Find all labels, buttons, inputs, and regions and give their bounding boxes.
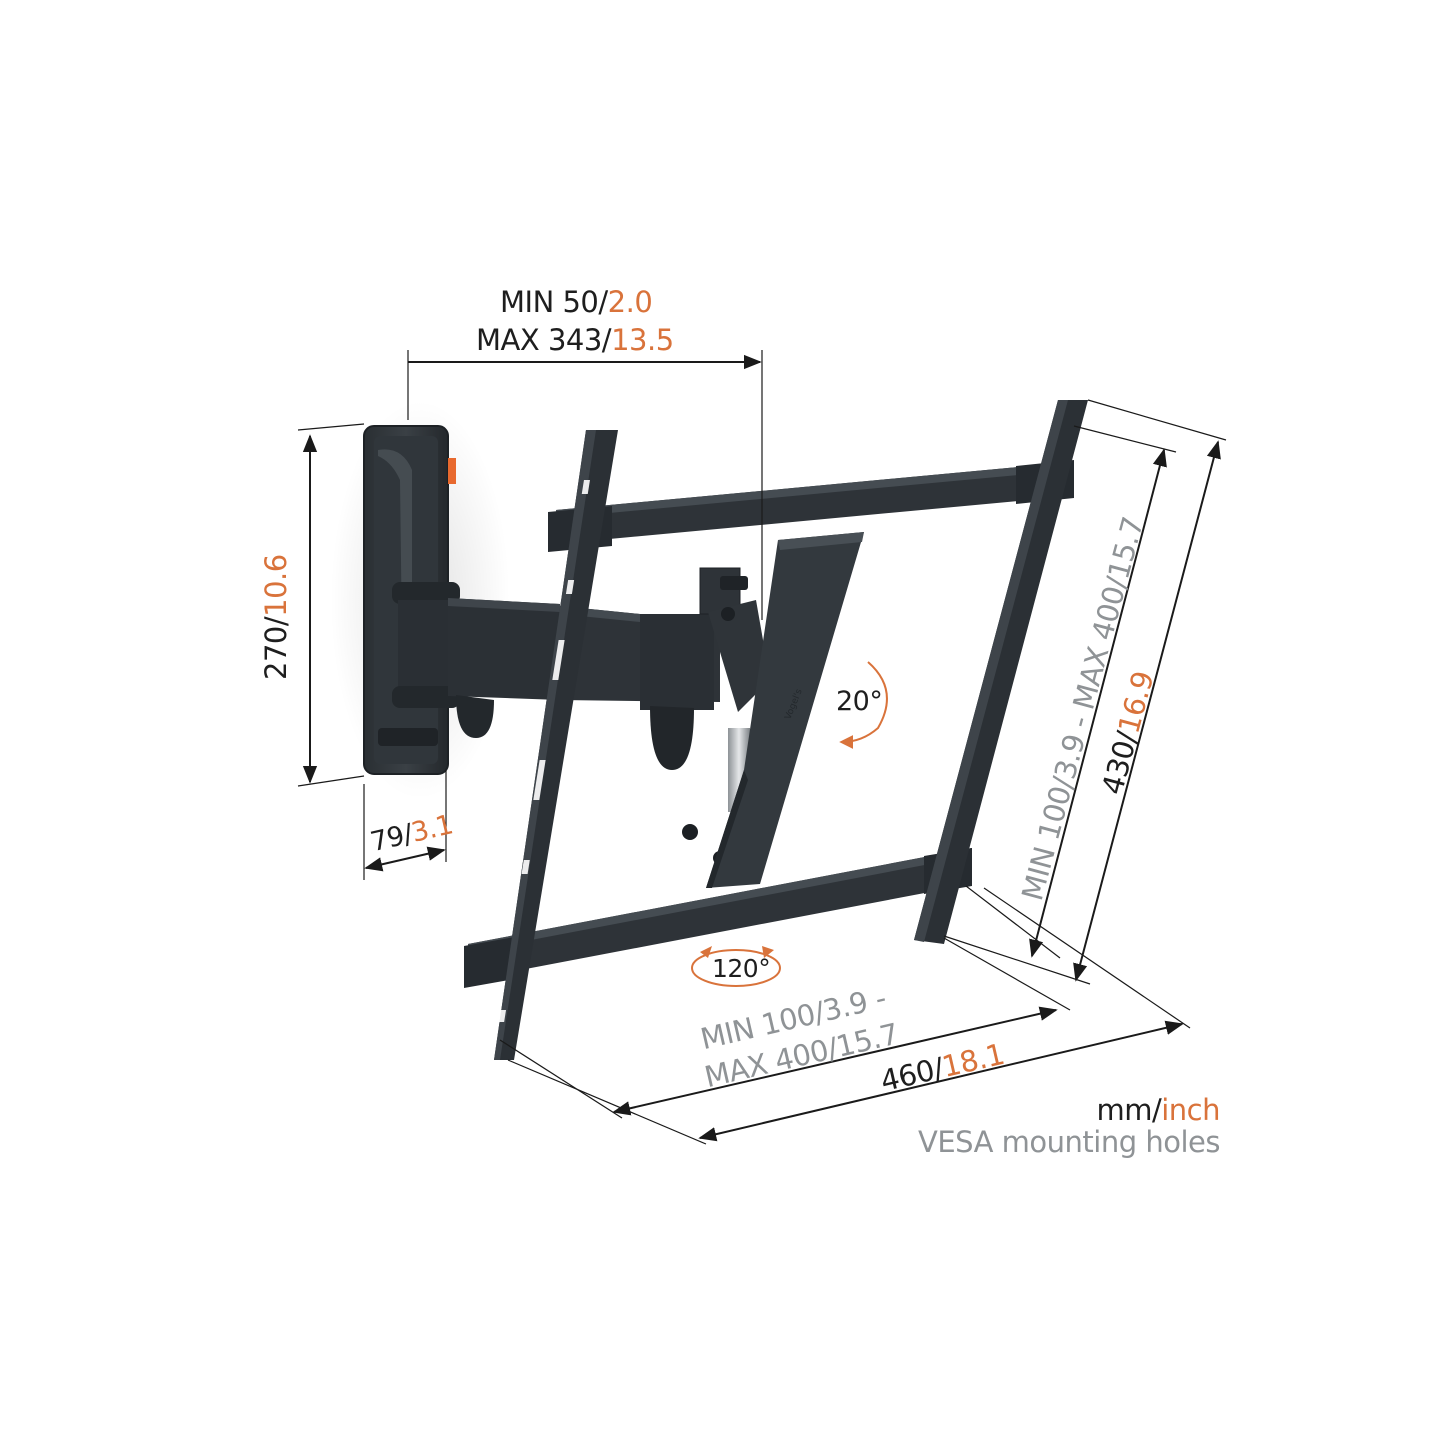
arm-section-1 [448,598,560,738]
unit-inch: inch [1161,1093,1220,1127]
wall-distance-max-inch: 13.5 [611,323,674,357]
tilt-mechanism [682,567,770,865]
arm-section-2 [560,606,720,770]
wall-distance-max-mm: MAX 343/ [476,323,612,357]
wall-plate-height-mm: 270/ [259,616,293,680]
wall-distance-min-mm: MIN 50/ [500,285,608,319]
unit-mm: mm/ [1096,1093,1162,1127]
wall-distance-min-label: MIN 50/2.0 [500,285,653,319]
wall-plate-height-label: 270/10.6 [259,554,293,680]
vesa-note: VESA mounting holes [918,1125,1220,1159]
swivel-angle-label: 120° [712,954,771,983]
tilt-arrow-icon [839,661,888,749]
wall-distance-min-inch: 2.0 [607,285,653,319]
center-plate: Vogel's [706,532,864,888]
wall-hinge [392,582,460,708]
dimension-lines [297,350,1227,1145]
orange-lock-tab [448,458,456,484]
wall-distance-max-label: MAX 343/13.5 [476,326,674,355]
left-vesa-rail [494,430,618,1060]
units-legend: mm/inch [1096,1096,1220,1125]
tilt-angle-label: 20° [836,686,883,717]
wall-plate-height-inch: 10.6 [259,554,293,617]
swivel-arrow-icon [691,946,781,987]
